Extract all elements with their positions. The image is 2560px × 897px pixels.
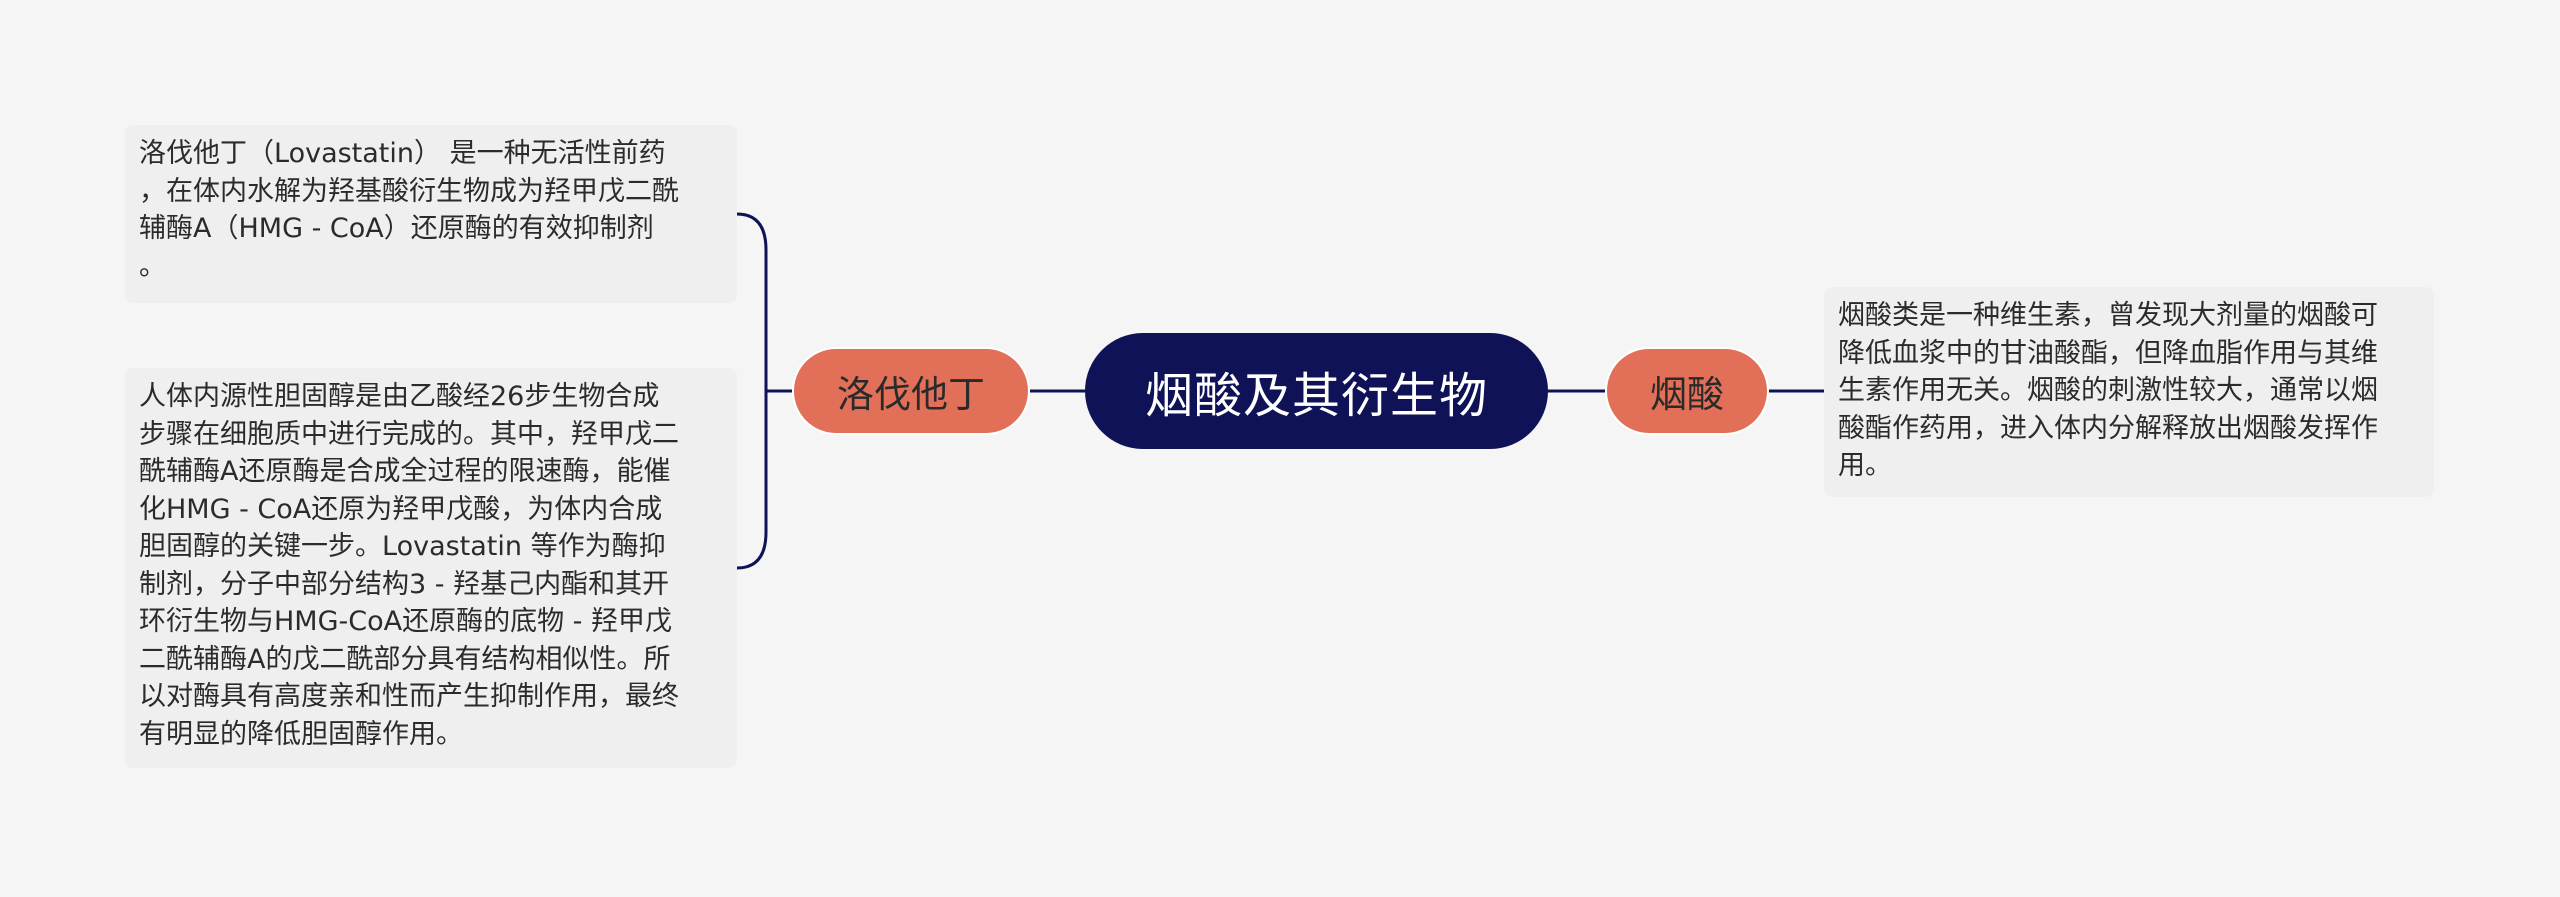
branch-node-niacin[interactable]: 烟酸 (1605, 347, 1769, 435)
branch-node-label: 烟酸 (1650, 373, 1724, 416)
branch-node-label: 洛伐他丁 (837, 373, 985, 416)
root-node-label: 烟酸及其衍生物 (1144, 368, 1488, 424)
root-node[interactable]: 烟酸及其衍生物 (1085, 333, 1548, 449)
branch-node-lovastatin[interactable]: 洛伐他丁 (792, 347, 1030, 435)
leaf-node-niacin-description[interactable]: 烟酸类是一种维生素，曾发现大剂量的烟酸可 降低血浆中的甘油酸酯，但降血脂作用与其… (1824, 287, 2434, 497)
leaf-node-lovastatin-mechanism[interactable]: 人体内源性胆固醇是由乙酸经26步生物合成 步骤在细胞质中进行完成的。其中，羟甲戊… (125, 368, 737, 768)
connector-branch-left-bracket (736, 212, 768, 570)
leaf-node-lovastatin-prodrug[interactable]: 洛伐他丁（Lovastatin） 是一种无活性前药 ，在体内水解为羟基酸衍生物成… (125, 125, 737, 303)
